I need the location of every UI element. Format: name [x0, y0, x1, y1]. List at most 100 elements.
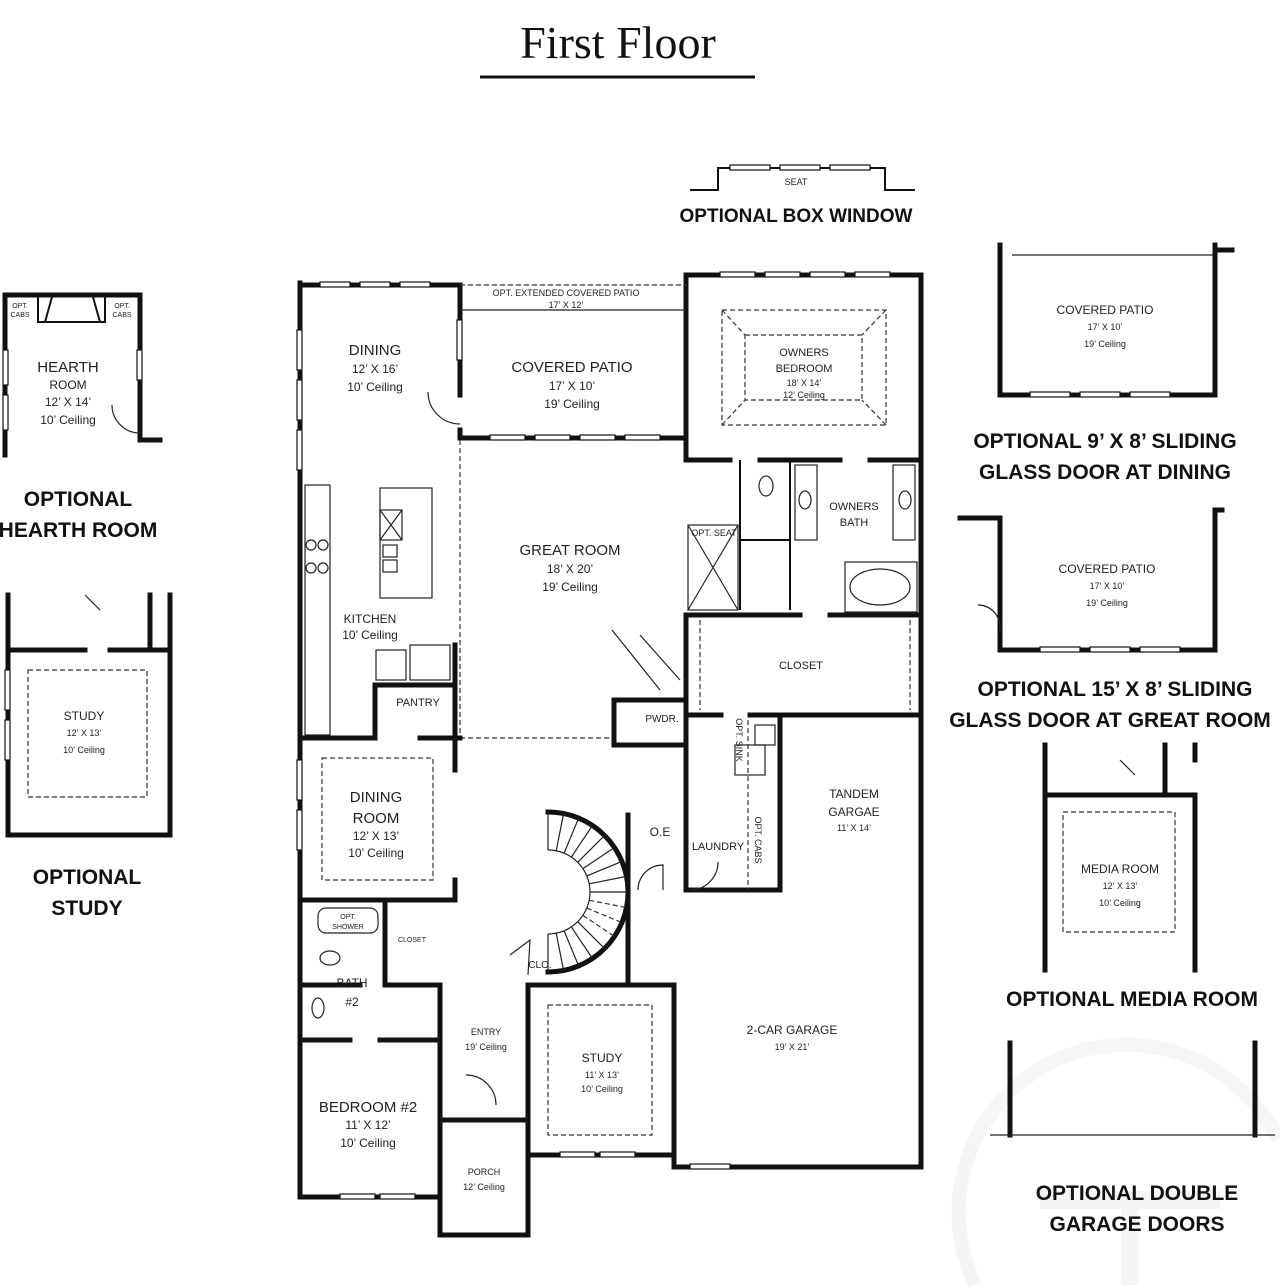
- room-name: BEDROOM: [776, 363, 833, 375]
- room-ceiling: 10’ Ceiling: [581, 1084, 623, 1094]
- option-double-garage-doors: OPTIONAL DOUBLE GARAGE DOORS: [990, 1040, 1275, 1236]
- stair-tread: [570, 825, 593, 858]
- room-name: HEARTH: [37, 359, 98, 376]
- stair-tread: [582, 914, 615, 937]
- room-ceiling: 10’ Ceiling: [348, 846, 404, 860]
- room-bedroom2: BEDROOM #2 11’ X 12’ 10’ Ceiling: [319, 1099, 417, 1150]
- option-media-room: MEDIA ROOM 12’ X 13’ 10’ Ceiling OPTIONA…: [1006, 742, 1258, 1011]
- room-name: ROOM: [49, 378, 86, 392]
- room-name: COVERED PATIO: [1059, 562, 1156, 576]
- option-caption: HEARTH ROOM: [0, 519, 157, 542]
- room-ceiling: 19’ Ceiling: [465, 1042, 507, 1052]
- room-owners-bath: OWNERS BATH: [829, 501, 879, 529]
- opt-cabs-label: OPT.: [12, 303, 28, 310]
- room-bath2: #2: [345, 995, 359, 1009]
- room-name: ROOM: [353, 810, 400, 827]
- room-name: COVERED PATIO: [1057, 303, 1154, 317]
- stair-tread: [577, 835, 605, 863]
- stair-tread: [570, 926, 593, 959]
- option-caption: STUDY: [51, 897, 122, 920]
- stair-tread: [586, 907, 623, 924]
- option-study: STUDY 12’ X 13’ 10’ Ceiling OPTIONAL STU…: [4, 592, 173, 920]
- room-name: PORCH: [468, 1167, 501, 1177]
- option-hearth-room: OPT. CABS OPT. CABS HEARTH ROOM 12’ X 14…: [0, 292, 163, 542]
- room-name: TANDEM: [829, 787, 879, 801]
- room-ceiling: 12’ Ceiling: [463, 1182, 505, 1192]
- room-ceiling: 19’ Ceiling: [1084, 339, 1126, 349]
- option-box-window: SEAT OPTIONAL BOX WINDOW: [680, 164, 915, 227]
- room-size: 17’ X 10’: [1090, 581, 1125, 591]
- opt-sink-label: OPT. SINK: [734, 718, 744, 762]
- room-name: OWNERS: [829, 501, 879, 513]
- room-name: DINING: [349, 342, 402, 359]
- stair-tread: [589, 875, 627, 885]
- room-dining: DINING 12’ X 16’ 10’ Ceiling: [347, 342, 403, 394]
- room-name: KITCHEN: [344, 612, 397, 626]
- room-name: GREAT ROOM: [519, 542, 620, 559]
- stair-tread: [577, 921, 605, 949]
- opt-cabs-label: CABS: [112, 312, 131, 319]
- room-great-room: GREAT ROOM 18’ X 20’ 19’ Ceiling: [519, 542, 620, 594]
- room-garage: 2-CAR GARAGE 19’ X 21’: [747, 1023, 838, 1052]
- room-ceiling: 12’ Ceiling: [783, 390, 825, 400]
- room-labels: DINING 12’ X 16’ 10’ Ceiling OPT. EXTEND…: [319, 288, 880, 1192]
- room-size: 17’ X 12’: [549, 300, 584, 310]
- option-caption: OPTIONAL: [33, 866, 142, 889]
- option-caption: OPTIONAL BOX WINDOW: [680, 206, 913, 227]
- opt-cabs-label: OPT. CABS: [753, 816, 763, 863]
- room-entry: ENTRY 19’ Ceiling: [465, 1027, 507, 1052]
- room-name: OPT. EXTENDED COVERED PATIO: [493, 288, 640, 298]
- watermark-logo: [951, 1037, 1280, 1288]
- room-size: 12’ X 16’: [352, 362, 398, 376]
- option-caption: OPTIONAL 9’ X 8’ SLIDING: [973, 430, 1236, 453]
- room-bath-closet: CLOSET: [398, 937, 427, 944]
- stair-tread: [555, 933, 565, 971]
- room-name: 2-CAR GARAGE: [747, 1023, 838, 1037]
- opt-shower-label: SHOWER: [332, 924, 364, 931]
- room-size: 12’ X 13’: [1103, 881, 1138, 891]
- room-size: 12’ X 13’: [353, 829, 399, 843]
- room-size: 11’ X 13’: [585, 1070, 619, 1080]
- windows: [296, 271, 891, 1200]
- room-dining-room: DINING ROOM 12’ X 13’ 10’ Ceiling: [348, 789, 404, 860]
- opt-cabs-label: CABS: [10, 312, 29, 319]
- stair-tread: [589, 899, 627, 909]
- room-ceiling: 10’ Ceiling: [342, 628, 398, 642]
- room-pantry: PANTRY: [396, 697, 440, 709]
- stair-tread: [586, 860, 623, 877]
- room-size: 17’ X 10’: [1088, 322, 1123, 332]
- room-bath2: BATH: [336, 976, 367, 990]
- room-oe: O.E: [650, 825, 671, 839]
- room-name: GARGAE: [828, 805, 879, 819]
- room-tandem-garage: TANDEM GARGAE 11’ X 14’: [828, 787, 879, 833]
- option-sliding-door-great-room: COVERED PATIO 17’ X 10’ 19’ Ceiling OPTI…: [949, 507, 1271, 732]
- stair-tread: [555, 813, 565, 851]
- room-ceiling: 19’ Ceiling: [1086, 598, 1128, 608]
- room-name: STUDY: [64, 709, 105, 723]
- room-name: DINING: [350, 789, 403, 806]
- room-clo: CLO.: [528, 960, 551, 971]
- room-size: 12’ X 14’: [45, 395, 91, 409]
- room-porch: PORCH 12’ Ceiling: [463, 1167, 505, 1192]
- room-ceiling: 19’ Ceiling: [544, 397, 600, 411]
- room-name: BEDROOM #2: [319, 1099, 417, 1116]
- option-caption: GLASS DOOR AT GREAT ROOM: [949, 709, 1271, 732]
- main-plan: [296, 271, 924, 1238]
- room-kitchen: KITCHEN 10’ Ceiling: [342, 612, 398, 642]
- room-name: STUDY: [582, 1051, 623, 1065]
- room-name: OWNERS: [779, 347, 829, 359]
- room-name: COVERED PATIO: [511, 359, 632, 376]
- room-size: 17’ X 10’: [549, 379, 595, 393]
- opt-shower-label: OPT.: [340, 914, 356, 921]
- stair-tread: [563, 930, 580, 967]
- room-laundry: LAUNDRY: [692, 841, 745, 853]
- room-name: BATH: [840, 517, 869, 529]
- room-size: 11’ X 14’: [837, 823, 871, 833]
- option-caption: GARAGE DOORS: [1049, 1213, 1224, 1236]
- room-name: ENTRY: [471, 1027, 501, 1037]
- room-size: 12’ X 13’: [67, 728, 102, 738]
- room-owners-closet: CLOSET: [779, 660, 823, 672]
- room-size: 19’ X 21’: [775, 1042, 810, 1052]
- option-caption: OPTIONAL MEDIA ROOM: [1006, 988, 1258, 1011]
